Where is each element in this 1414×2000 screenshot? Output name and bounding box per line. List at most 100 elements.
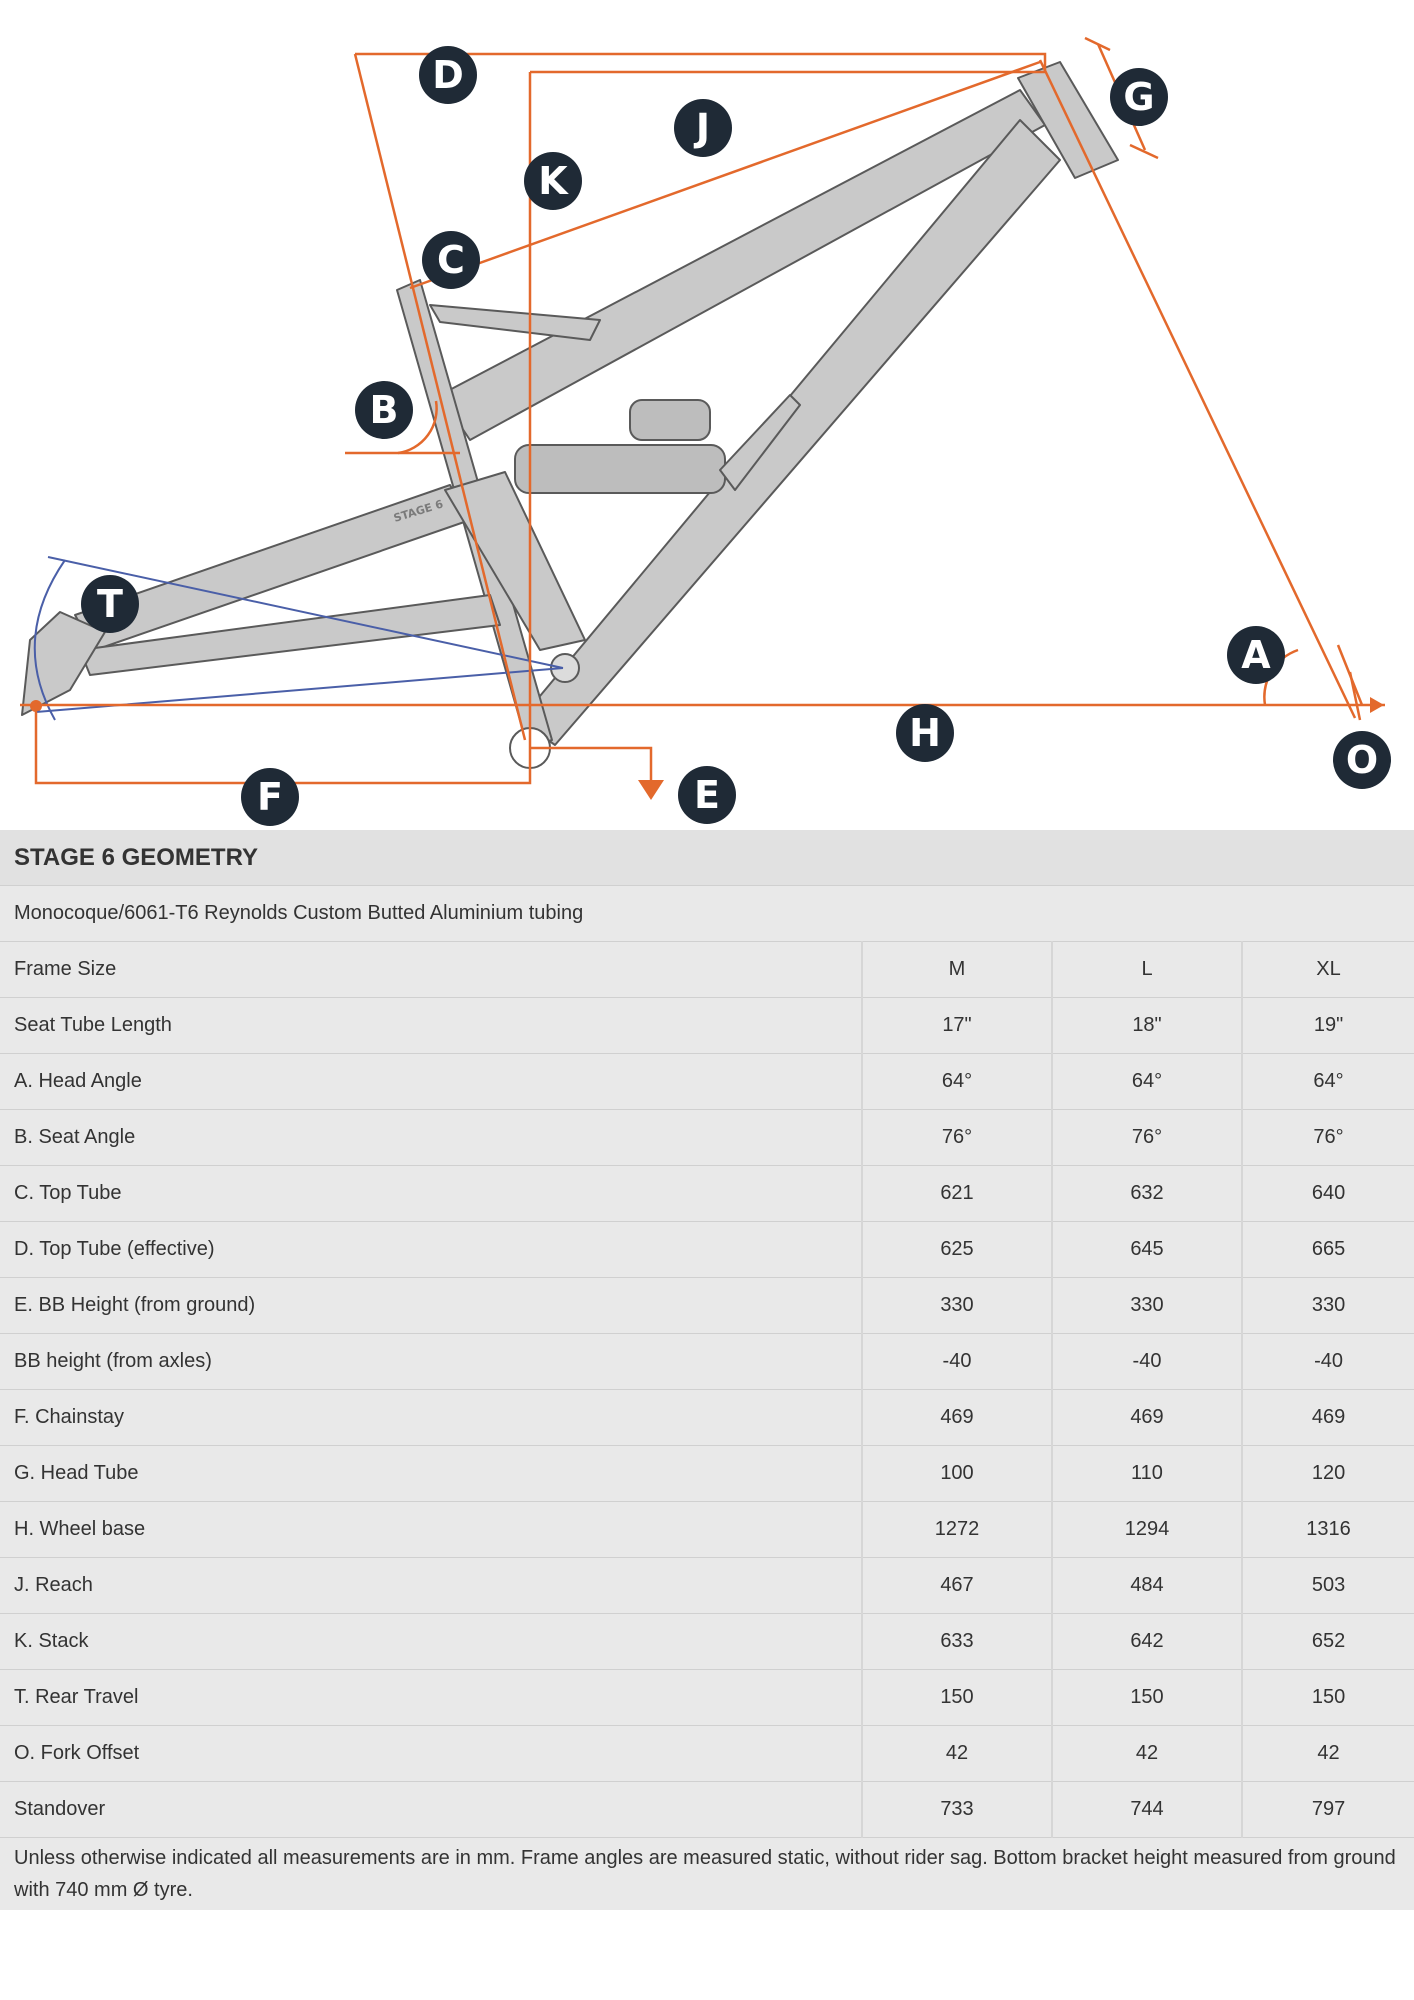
row-label: C. Top Tube: [0, 1165, 862, 1222]
row-value: 469: [1240, 1389, 1414, 1446]
row-label: G. Head Tube: [0, 1445, 862, 1502]
row-value: 100: [861, 1445, 1052, 1502]
header-label: Frame Size: [0, 941, 862, 998]
row-value: 120: [1240, 1445, 1414, 1502]
table-row: Seat Tube Length 17" 18" 19": [0, 997, 1414, 1054]
marker-j: J: [674, 99, 732, 157]
row-value: 744: [1051, 1781, 1242, 1838]
row-value: 642: [1051, 1613, 1242, 1670]
row-label: J. Reach: [0, 1557, 862, 1614]
row-value: 76°: [1240, 1109, 1414, 1166]
table-row: C. Top Tube 621 632 640: [0, 1165, 1414, 1222]
line-o-perp: [1348, 671, 1362, 721]
table-title: STAGE 6 GEOMETRY: [0, 830, 1414, 886]
marker-h: H: [896, 704, 954, 762]
geometry-table: STAGE 6 GEOMETRY Monocoque/6061-T6 Reyno…: [0, 830, 1414, 1910]
svg-text:G: G: [1123, 75, 1154, 119]
svg-text:J: J: [693, 106, 710, 150]
row-value: -40: [1240, 1333, 1414, 1390]
row-value: 652: [1240, 1613, 1414, 1670]
table-row: K. Stack 633 642 652: [0, 1613, 1414, 1670]
marker-g: G: [1110, 68, 1168, 126]
row-value: 1294: [1051, 1501, 1242, 1558]
line-d-left: [353, 53, 527, 741]
row-value: 150: [861, 1669, 1052, 1726]
table-row: G. Head Tube 100 110 120: [0, 1445, 1414, 1502]
row-label: Standover: [0, 1781, 862, 1838]
material-row: Monocoque/6061-T6 Reynolds Custom Butted…: [0, 885, 1414, 942]
table-row: B. Seat Angle 76° 76° 76°: [0, 1109, 1414, 1166]
size-xl: XL: [1240, 941, 1414, 998]
row-value: 469: [1051, 1389, 1242, 1446]
marker-o: O: [1333, 731, 1391, 789]
row-label: O. Fork Offset: [0, 1725, 862, 1782]
rocker-link: [444, 471, 586, 651]
row-label: A. Head Angle: [0, 1053, 862, 1110]
row-value: 64°: [1051, 1053, 1242, 1110]
line-d: [355, 52, 1047, 70]
marker-k: K: [524, 152, 582, 210]
row-value: 645: [1051, 1221, 1242, 1278]
svg-text:O: O: [1346, 738, 1378, 782]
row-value: 797: [1240, 1781, 1414, 1838]
row-value: 640: [1240, 1165, 1414, 1222]
table-row: Standover 733 744 797: [0, 1781, 1414, 1838]
row-value: 733: [861, 1781, 1052, 1838]
row-value: 110: [1051, 1445, 1242, 1502]
row-value: 625: [861, 1221, 1052, 1278]
table-row: BB height (from axles) -40 -40 -40: [0, 1333, 1414, 1390]
row-value: 42: [1051, 1725, 1242, 1782]
rear-shock: [514, 444, 726, 494]
row-value: 150: [1240, 1669, 1414, 1726]
measurement-lines: [20, 36, 1385, 785]
row-value: 330: [1051, 1277, 1242, 1334]
table-row: D. Top Tube (effective) 625 645 665: [0, 1221, 1414, 1278]
chain-stay: [79, 594, 501, 676]
table-row: H. Wheel base 1272 1294 1316: [0, 1501, 1414, 1558]
marker-d: D: [419, 46, 477, 104]
table-row: A. Head Angle 64° 64° 64°: [0, 1053, 1414, 1110]
marker-t: T: [81, 575, 139, 633]
row-value: 330: [861, 1277, 1052, 1334]
shock-reservoir: [629, 399, 711, 441]
row-value: 42: [1240, 1725, 1414, 1782]
row-value: 621: [861, 1165, 1052, 1222]
svg-text:K: K: [538, 159, 569, 203]
table-title-row: STAGE 6 GEOMETRY: [0, 830, 1414, 886]
arrow-h: [1370, 697, 1384, 713]
header-row: Frame Size M L XL: [0, 941, 1414, 998]
svg-text:F: F: [257, 775, 283, 819]
size-l: L: [1051, 941, 1242, 998]
rear-dropout: [21, 611, 106, 716]
row-label: F. Chainstay: [0, 1389, 862, 1446]
line-head-axis: [1038, 59, 1357, 719]
row-value: 1316: [1240, 1501, 1414, 1558]
footnote: Unless otherwise indicated all measureme…: [14, 1847, 1396, 1901]
row-value: 503: [1240, 1557, 1414, 1614]
row-value: 17": [861, 997, 1052, 1054]
line-g-bot: [1129, 143, 1159, 160]
row-value: 42: [861, 1725, 1052, 1782]
marker-f: F: [241, 768, 299, 826]
table-row: O. Fork Offset 42 42 42: [0, 1725, 1414, 1782]
row-value: 76°: [1051, 1109, 1242, 1166]
svg-text:T: T: [97, 582, 123, 626]
row-label: T. Rear Travel: [0, 1669, 862, 1726]
table-row: T. Rear Travel 150 150 150: [0, 1669, 1414, 1726]
row-value: 64°: [1240, 1053, 1414, 1110]
row-label: H. Wheel base: [0, 1501, 862, 1558]
row-value: 64°: [861, 1053, 1052, 1110]
arrow-e: [638, 780, 664, 800]
row-value: 150: [1051, 1669, 1242, 1726]
row-value: 632: [1051, 1165, 1242, 1222]
svg-text:B: B: [370, 388, 399, 432]
row-label: E. BB Height (from ground): [0, 1277, 862, 1334]
row-value: 1272: [861, 1501, 1052, 1558]
marker-c: C: [422, 231, 480, 289]
line-g-top: [1084, 36, 1111, 52]
seat-brace: [429, 304, 601, 341]
svg-text:C: C: [437, 238, 465, 282]
line-c: [409, 60, 1041, 290]
row-value: 76°: [861, 1109, 1052, 1166]
row-label: B. Seat Angle: [0, 1109, 862, 1166]
